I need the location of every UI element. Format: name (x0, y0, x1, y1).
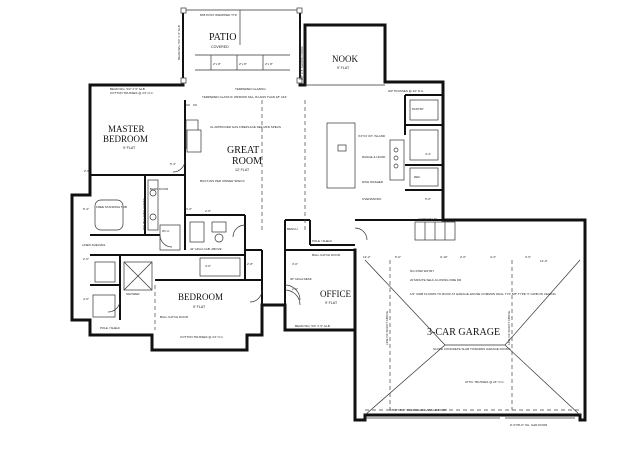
office-door-swing (284, 284, 301, 301)
oven-note: OVEN/MICRO (362, 197, 382, 201)
side-beam-note: BEAM W/o: 5/4" X 9" GLB (177, 25, 181, 60)
dim-12: 2'-0" (460, 255, 466, 259)
patio-details (180, 7, 303, 84)
cabinet-note: 42" HIGH CAB. ABOVE (190, 247, 222, 251)
free-tub-note: FREE STANDING TUB (96, 205, 127, 209)
desk-note: 30" HIGH DESK (290, 277, 312, 281)
dim-2: 5'-3" (170, 162, 176, 166)
garage-wall-note: 1/2" GWB FLOORS TO ROOF AT GARAGE-HOUSE … (410, 292, 557, 296)
soffit-right: LINE OF SOFFIT ABOVE (507, 311, 511, 345)
sliding-door-note: 8'0" X 8' SLIDING DOOR (300, 46, 304, 80)
barn-door-note: BARN DOOR (150, 187, 169, 191)
garage-hip-lines (364, 259, 581, 416)
fireplace-note: UL APPROVED GAS FIREPLACE SEE MFR SPECS (210, 125, 281, 129)
master-sub: 9' FLAT (123, 146, 136, 150)
dim-16: 5'-0" (425, 197, 431, 201)
pantry-note: PANTRY (412, 107, 424, 111)
kitchen-fixtures (326, 99, 439, 189)
hall-bath-fixtures (189, 221, 241, 277)
bedroom-truss-note: COTTON TRUSSES @ 24" O.C. (180, 335, 224, 339)
dim-3: 3'-0" (186, 207, 192, 211)
patio-header-3: 2"x 8" (265, 62, 273, 66)
office-label: OFFICE (320, 289, 352, 299)
dim-17: 4'-3" (425, 152, 431, 156)
no-step-note: NO-STEP ENTRY (410, 269, 434, 273)
master-label-2: BEDROOM (103, 134, 148, 144)
door-swings (107, 159, 368, 313)
dim-7: 3'-0" (292, 262, 298, 266)
dim-5: 4'-0" (205, 264, 211, 268)
range-note: RANGE & HOOD (362, 155, 386, 159)
patio-sub: COVERED (211, 45, 229, 49)
ref-note: REF. (414, 175, 421, 179)
dim-9: 13'-2" (363, 255, 371, 259)
fire-door-note: 20 MINUTE SELF-CLOSING FIRE DR (410, 278, 462, 282)
garage-steps (414, 221, 456, 241)
slope-note: SLOPE CONCRETE SLAB TOWARDS GARAGE DOORS (433, 347, 511, 351)
dim-11: 3'-10" (440, 255, 448, 259)
office-sub: 9' FLAT (325, 301, 338, 305)
dim-18: 2'-6" (83, 257, 89, 261)
risers-note: 4 RISERS UP (418, 217, 437, 221)
ball-catch-bedroom: BALL CATCH DOOR (160, 315, 189, 319)
great-room-label-2: ROOM (232, 156, 262, 167)
dishwasher-note: DISH WASHER (362, 180, 384, 184)
interior-walls (90, 94, 443, 320)
bedroom-label: BEDROOM (178, 292, 223, 302)
pole-shelf-bedroom: POLE / SHELF (100, 326, 120, 330)
attic-note: ATTIC TRUSSES @ 24" O.C. (465, 380, 505, 384)
nook-truss-note: HIP TRUSSES @ 24" O.C. (388, 89, 424, 93)
bench-note: BENCH (287, 227, 298, 231)
master-bath-fixtures (92, 179, 181, 318)
patio-label: PATIO (209, 32, 236, 43)
linen-note: LINEN SHELVES (82, 243, 105, 247)
dim-1: 2'-6" (84, 169, 90, 173)
patio-header-1: 2"x 8" (213, 62, 221, 66)
dim-6: 2'-8" (247, 262, 253, 266)
great-room-label-1: GREAT (227, 145, 259, 156)
dim-19: 4'-0" (83, 297, 89, 301)
built-ins-note: BUILT-INS PER OWNER SPECS (200, 179, 244, 183)
dim-20: 5'-3" (83, 207, 89, 211)
tempered-glazing-note: TEMPERED GLAZING (235, 87, 266, 91)
dim-8: 2'-6" (292, 287, 298, 291)
double-vanity-note: DOUBLE SINK VANITY (142, 198, 146, 230)
master-beam-note: BEAM W/o: 5/4" X 9" GLB (110, 87, 145, 91)
master-truss-note: COTTON TRUSSES @ 24" O.C. (110, 91, 154, 95)
great-room-sub: 12' FLAT (235, 168, 250, 172)
dim-13: 4'-3" (490, 255, 496, 259)
island-note: 3'4"X4' ICT. ISLAND (358, 134, 386, 138)
master-label-1: MASTER (108, 124, 145, 134)
nook-sub: 9' FLAT (337, 66, 350, 70)
dim-15: 12'-0" (540, 259, 548, 263)
garage-door-right: 9'-0"X8'-0" OH. GAR DOOR (510, 423, 548, 427)
dim-4: 2'-6" (205, 209, 211, 213)
soffit-left: LINE OF SOFFIT ABOVE (385, 311, 389, 345)
nook-label: NOOK (332, 54, 358, 64)
wic-note: W.I.C. (162, 229, 170, 233)
dim-10: 5'-0" (395, 255, 401, 259)
office-beam-note: BEAM W/o: 5/4" X 9" GLB (295, 324, 330, 328)
ball-catch-hall: BALL CATCH DOOR (312, 253, 341, 257)
office-door-swing-2 (284, 289, 301, 306)
garage-label: 3-CAR GARAGE (427, 327, 500, 338)
pole-shelf-hall: POLE / SHELF (312, 239, 332, 243)
bedroom-sub: 9' FLAT (193, 305, 206, 309)
patio-header-2: 2"x 8" (239, 62, 247, 66)
garage-door-left: 16'-0"X8'-0" OVERHEAD GARAGE DOOR (390, 408, 448, 412)
dim-14: 2'-6" (525, 255, 531, 259)
fireplace (186, 129, 202, 153)
tempered-glass-note: TEMPERED GLASS IF WINDOW SILL IS LESS TH… (202, 95, 287, 99)
shower-note: SHOWER (126, 292, 140, 296)
patio-top-note: 8X8 POST WRAPPED TYP. (200, 13, 238, 17)
